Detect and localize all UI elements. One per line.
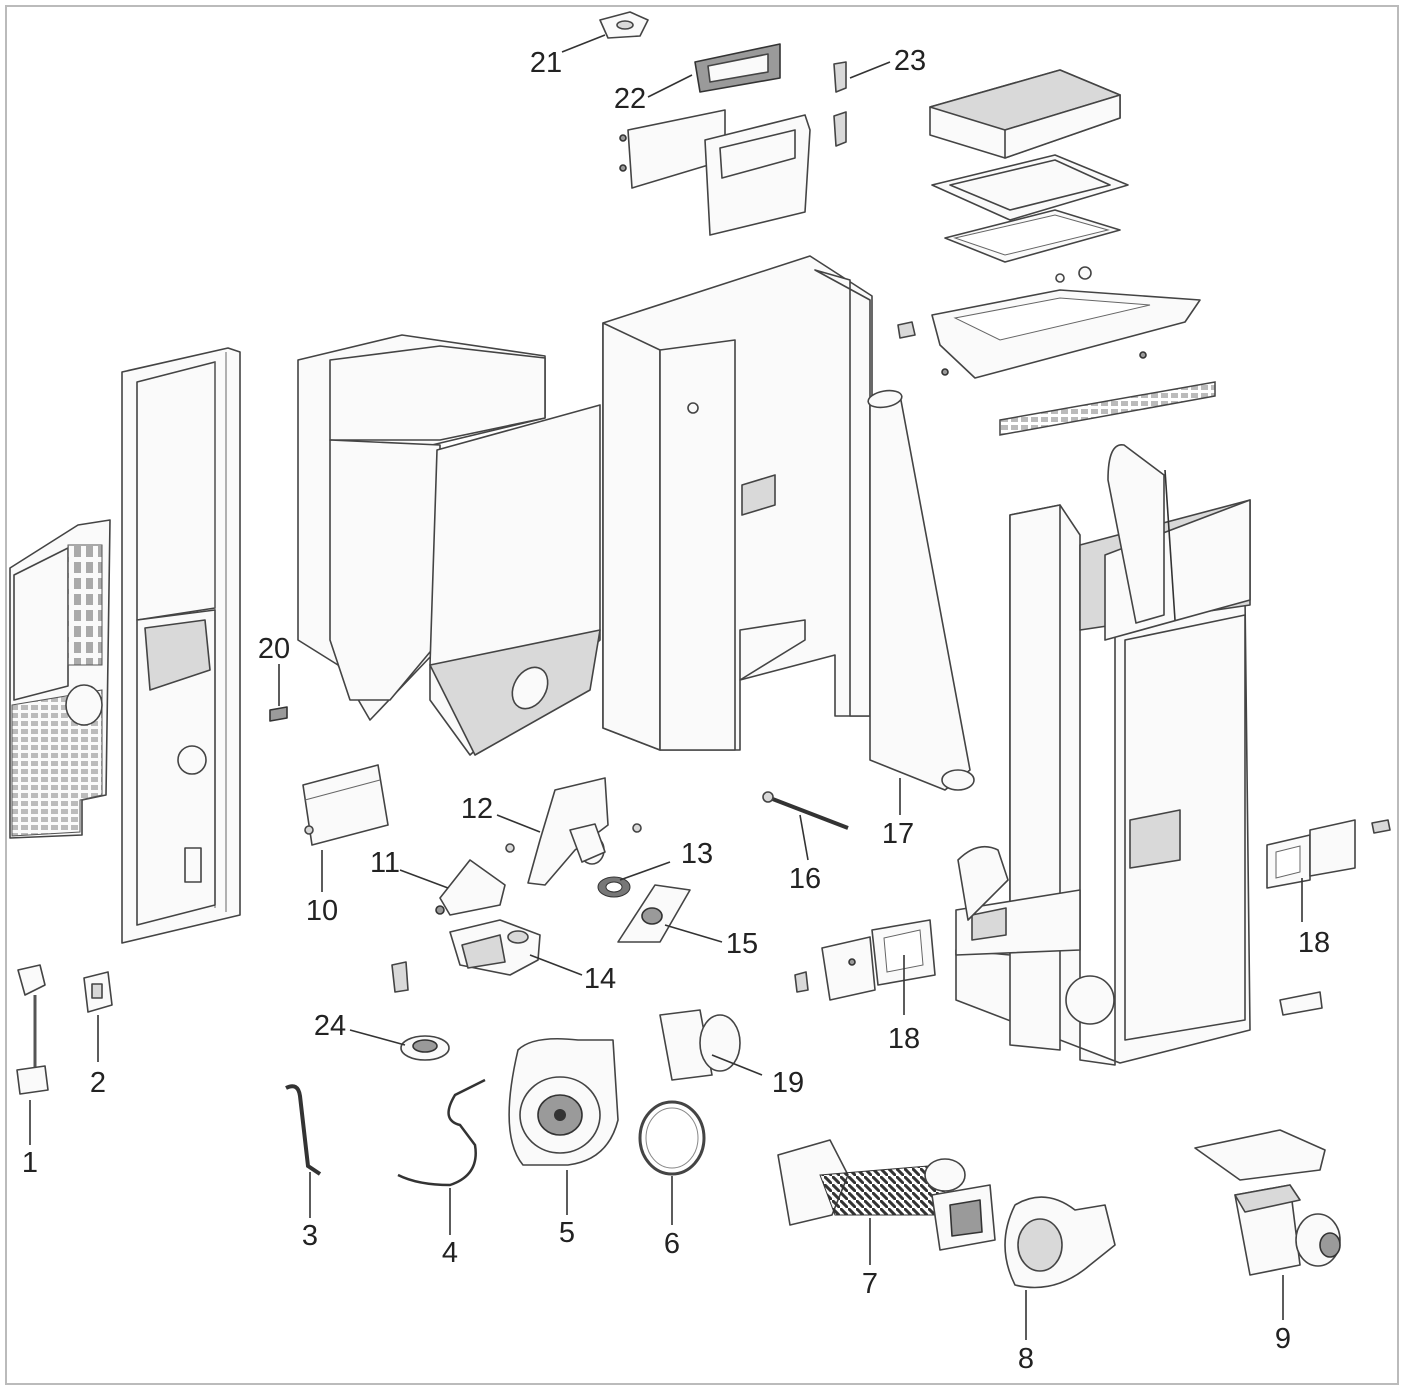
label-part-13: 13 <box>681 838 713 870</box>
lid-frame <box>931 154 1129 221</box>
label-part-9: 9 <box>1275 1323 1291 1355</box>
part-13-gasket <box>597 876 631 898</box>
part-14-auger-motor <box>391 919 541 993</box>
label-part-20: 20 <box>258 633 290 665</box>
part-20-clip <box>269 706 288 722</box>
part-8-fan-housing <box>1004 1196 1116 1289</box>
hopper-top-tray <box>897 266 1201 379</box>
label-part-16: 16 <box>789 863 821 895</box>
part-3-wire <box>285 1084 322 1176</box>
firebox-body <box>955 444 1251 1066</box>
label-part-14: 14 <box>584 963 616 995</box>
label-part-4: 4 <box>442 1237 458 1269</box>
label-part-10: 10 <box>306 895 338 927</box>
part-15-plate <box>617 884 691 943</box>
part-9-blower <box>1194 1129 1341 1276</box>
label-part-1: 1 <box>22 1147 38 1179</box>
part-11-bracket <box>435 859 506 916</box>
hopper-funnel <box>429 404 601 756</box>
floor-bracket <box>1279 991 1323 1016</box>
hopper-left-wall <box>297 334 546 721</box>
hopper-front-panel <box>602 255 873 751</box>
leader-lines <box>29 34 1303 1340</box>
part-2-connector <box>83 971 113 1013</box>
label-part-21: 21 <box>530 47 562 79</box>
label-part-8: 8 <box>1018 1343 1034 1375</box>
label-part-5: 5 <box>559 1217 575 1249</box>
label-part-2: 2 <box>90 1067 106 1099</box>
label-part-23: 23 <box>894 45 926 77</box>
label-part-18-center: 18 <box>888 1023 920 1055</box>
label-part-15: 15 <box>726 928 758 960</box>
label-part-6: 6 <box>664 1228 680 1260</box>
callout-labels: 1 2 3 4 5 6 7 8 9 10 11 12 13 14 15 16 1… <box>22 45 1330 1375</box>
label-part-12: 12 <box>461 793 493 825</box>
part-16-rod <box>762 791 849 830</box>
hopper-lid <box>929 69 1121 159</box>
label-part-17: 17 <box>882 818 914 850</box>
front-face-panel <box>9 519 111 839</box>
part-6-gasket <box>638 1100 706 1176</box>
lid-gasket <box>944 209 1121 263</box>
label-part-11: 11 <box>370 847 400 879</box>
part-10-control-board <box>302 764 389 846</box>
label-part-3: 3 <box>302 1220 318 1252</box>
label-part-18-right: 18 <box>1298 927 1330 959</box>
part-4-probe-cable <box>397 1078 486 1187</box>
grate-screen <box>999 381 1216 436</box>
part-23-brackets <box>833 61 847 147</box>
part-7-exhaust-hose <box>777 1139 996 1251</box>
part-1-switch <box>16 964 49 1095</box>
control-cover <box>619 109 811 236</box>
label-part-19: 19 <box>772 1067 804 1099</box>
part-22-display-board <box>694 43 781 93</box>
part-24-sensor <box>400 1035 450 1061</box>
part-19-adapter <box>659 1009 741 1081</box>
label-part-22: 22 <box>614 83 646 115</box>
label-part-24: 24 <box>314 1010 346 1042</box>
part-18-right-plate <box>1266 819 1391 889</box>
label-part-7: 7 <box>862 1268 878 1300</box>
part-5-blower <box>508 1037 619 1166</box>
part-21-keypad <box>599 11 649 39</box>
part-18-center-plate <box>794 919 936 1001</box>
part-12-feed-chute <box>505 777 642 886</box>
left-side-panel <box>121 347 241 944</box>
part-17-tube <box>867 389 975 791</box>
